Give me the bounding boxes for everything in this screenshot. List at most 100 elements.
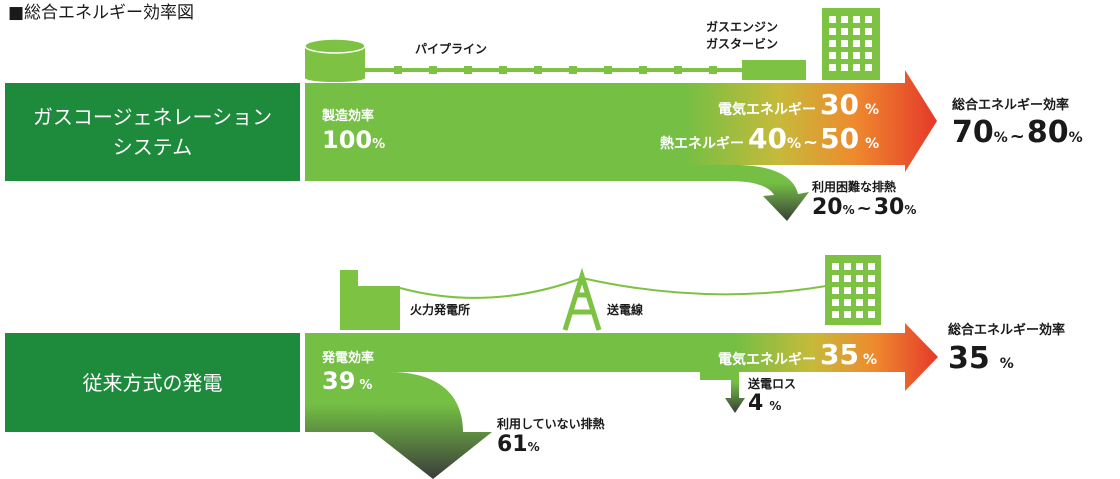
building-window	[841, 28, 848, 35]
building-window	[829, 40, 836, 47]
range-sign: ~	[856, 198, 872, 219]
transmission-loss-label: 送電ロス	[748, 377, 797, 391]
gas-engine-icon	[742, 60, 806, 80]
cogeneration-system-label: システム	[112, 135, 193, 159]
building-window	[841, 52, 848, 59]
gas-engine-label: ガスエンジン	[706, 20, 779, 34]
building-window	[829, 16, 836, 23]
building-window	[841, 64, 848, 71]
total-efficiency-label: 総合エネルギー効率	[948, 323, 1066, 338]
unused-exhaust-heat-arrow	[305, 372, 492, 479]
building-windows	[829, 16, 872, 71]
building-window	[856, 311, 863, 318]
production-efficiency-value: 100 %	[322, 128, 385, 152]
unused-waste-heat-label: 利用していない排熱	[497, 417, 605, 431]
building-window	[868, 263, 875, 270]
value-number: 50	[820, 122, 860, 155]
power-tower-icon	[562, 267, 602, 331]
building-window	[844, 299, 851, 306]
pipeline-joint	[674, 66, 682, 74]
transmission-line-label: 送電線	[607, 303, 644, 317]
building-window	[865, 52, 872, 59]
pipeline-joint	[464, 66, 472, 74]
percent-sign: %	[904, 203, 917, 217]
building-icon	[822, 8, 880, 80]
value-number: 40	[748, 122, 787, 155]
percent-sign: %	[786, 136, 801, 152]
building-window	[868, 287, 875, 294]
cogeneration-flow-arrow	[305, 70, 937, 172]
generation-efficiency-label: 発電効率	[322, 351, 375, 366]
building-window	[868, 275, 875, 282]
conventional-flow-arrow	[305, 323, 938, 391]
building-window	[853, 28, 860, 35]
transmission-loss-value: 4 %	[748, 393, 781, 415]
gas-turbine-label: ガスタービン	[706, 37, 779, 51]
pipeline-joint	[709, 66, 717, 74]
building-window	[844, 275, 851, 282]
heat-energy-label: 熱エネルギー	[660, 136, 744, 152]
value-number: 35	[820, 338, 859, 371]
value-number: 61	[497, 432, 528, 457]
total-efficiency-value: 70 % ~ 80 %	[952, 118, 1083, 148]
building-window	[865, 16, 872, 23]
pipeline-icon	[365, 66, 744, 74]
building-window	[841, 16, 848, 23]
building-window	[829, 28, 836, 35]
building-window	[856, 275, 863, 282]
pipeline-joint	[569, 66, 577, 74]
value-number: 35	[948, 341, 990, 376]
page-title: ■総合エネルギー効率図	[8, 3, 195, 23]
building-window	[856, 299, 863, 306]
building-window	[832, 287, 839, 294]
building-window	[841, 40, 848, 47]
gas-tank-icon	[304, 38, 366, 82]
value-number: 70	[952, 115, 994, 150]
electric-energy-share: 電気エネルギー 35 %	[718, 341, 877, 369]
building-window	[856, 287, 863, 294]
power-plant-label: 火力発電所	[410, 303, 471, 317]
percent-sign: %	[1068, 130, 1083, 146]
building-window	[856, 263, 863, 270]
percent-sign: %	[769, 399, 782, 413]
value-number: 80	[1026, 115, 1069, 150]
pipeline-joint	[499, 66, 507, 74]
building-window	[844, 287, 851, 294]
pipeline-label: パイプライン	[415, 42, 488, 56]
value-number: 30	[820, 88, 859, 121]
building-window	[844, 263, 851, 270]
pipeline-joint	[429, 66, 437, 74]
building-window	[832, 311, 839, 318]
waste-heat-value: 20 % ~ 30 %	[812, 197, 916, 219]
conventional-generation-box: 従来方式の発電	[5, 333, 300, 432]
building-windows	[832, 263, 875, 318]
percent-sign: %	[842, 203, 855, 217]
building-window	[853, 16, 860, 23]
value-number: 100	[322, 126, 373, 154]
pipeline-joints	[394, 66, 717, 74]
building-window	[865, 40, 872, 47]
value-number: 4	[748, 391, 764, 416]
building-window	[853, 52, 860, 59]
building-window	[853, 64, 860, 71]
electric-energy-label: 電気エネルギー	[718, 352, 816, 368]
percent-sign: %	[527, 440, 540, 454]
production-efficiency-label: 製造効率	[322, 109, 375, 124]
generation-efficiency-value: 39 %	[322, 369, 372, 393]
waste-heat-label: 利用困難な排熱	[812, 180, 897, 194]
unused-waste-heat-value: 61 %	[497, 434, 540, 456]
percent-sign: %	[372, 137, 386, 152]
building-window	[829, 64, 836, 71]
percent-sign: %	[999, 356, 1014, 372]
pipeline-joint	[394, 66, 402, 74]
building-window	[868, 311, 875, 318]
building-window	[829, 52, 836, 59]
building-window	[853, 40, 860, 47]
exhaust-heat-arrow	[305, 165, 809, 221]
building-icon	[825, 255, 881, 325]
percent-sign: %	[865, 136, 880, 152]
percent-sign: %	[993, 130, 1008, 146]
value-number: 39	[322, 367, 356, 395]
